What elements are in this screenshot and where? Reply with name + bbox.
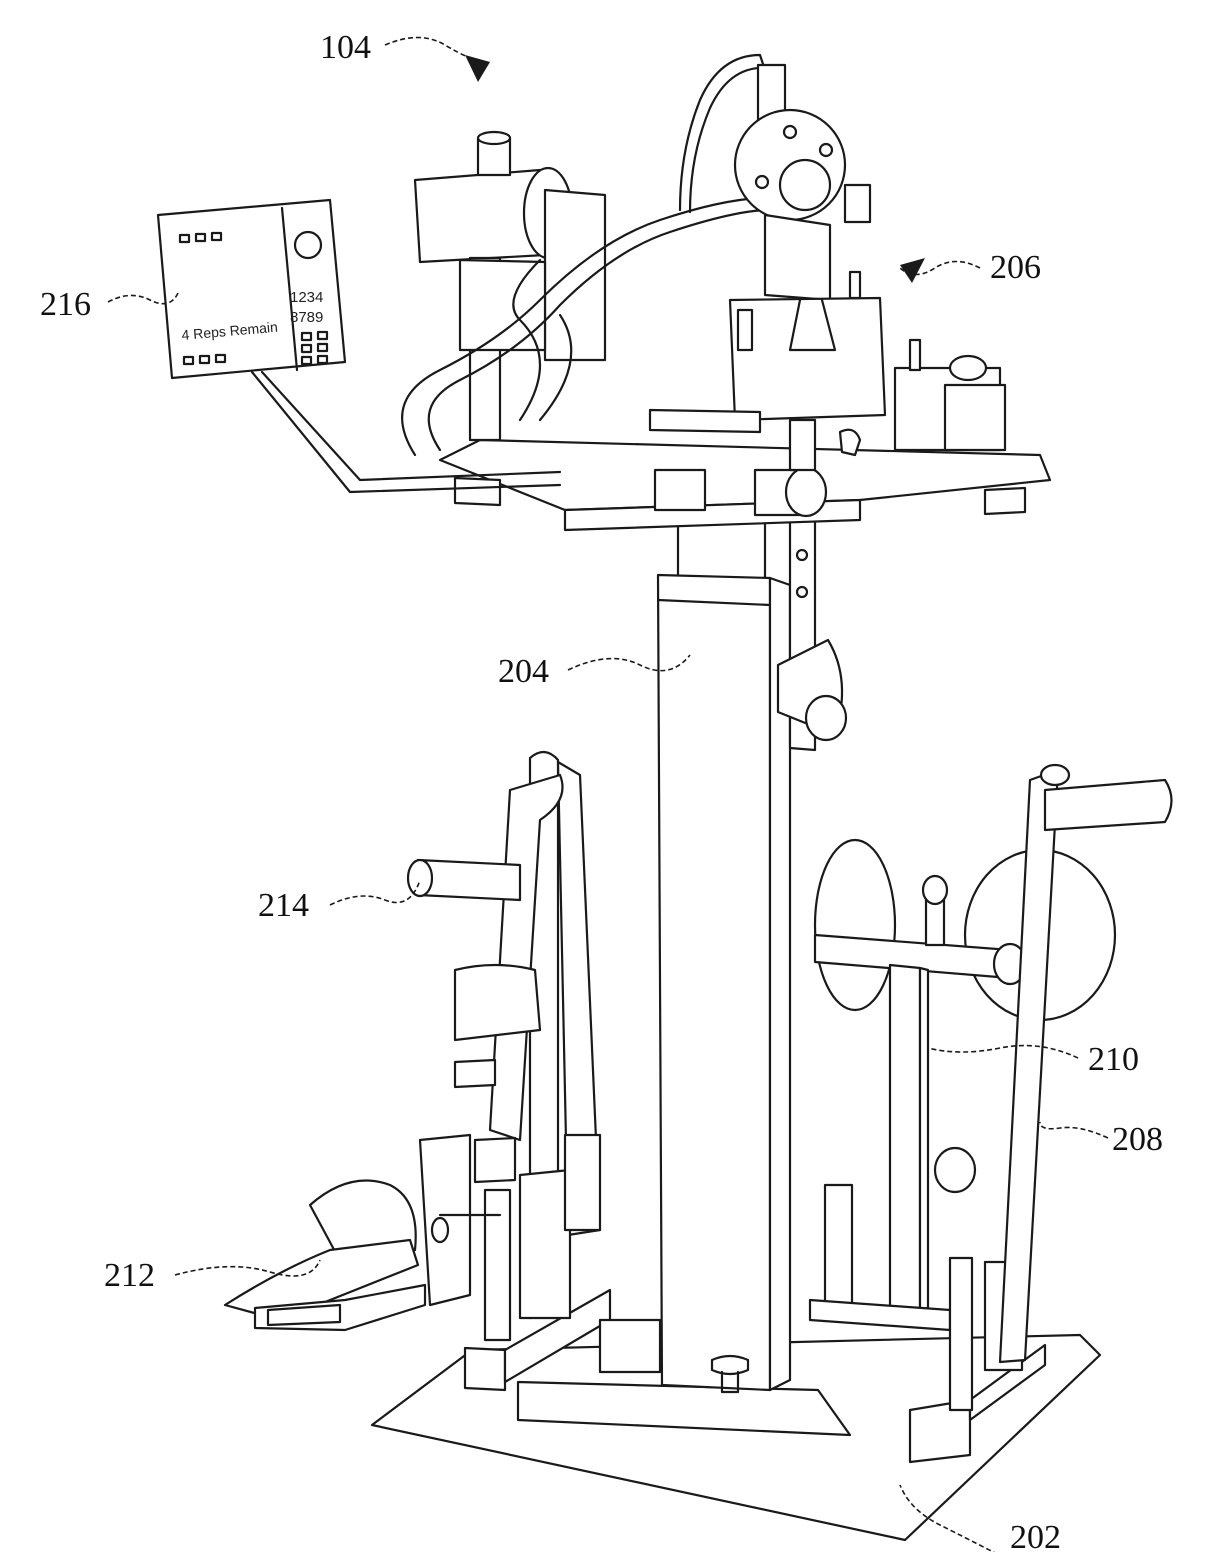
label-212: 212 bbox=[104, 1257, 155, 1294]
label-202: 202 bbox=[1010, 1519, 1061, 1552]
display-counter-top: 1234 bbox=[290, 289, 323, 306]
display-counter-bottom: 8789 bbox=[290, 309, 323, 326]
main-column bbox=[658, 522, 790, 1392]
label-216: 216 bbox=[40, 286, 91, 323]
foot-rest bbox=[225, 1135, 500, 1330]
label-104: 104 bbox=[320, 29, 371, 66]
label-210: 210 bbox=[1088, 1041, 1139, 1078]
label-208: 208 bbox=[1112, 1121, 1163, 1158]
right-support bbox=[810, 840, 1115, 1410]
lever-arm bbox=[1000, 765, 1172, 1362]
label-214: 214 bbox=[258, 887, 309, 924]
label-206: 206 bbox=[990, 249, 1041, 286]
label-204: 204 bbox=[498, 653, 549, 690]
left-mount bbox=[415, 132, 605, 440]
